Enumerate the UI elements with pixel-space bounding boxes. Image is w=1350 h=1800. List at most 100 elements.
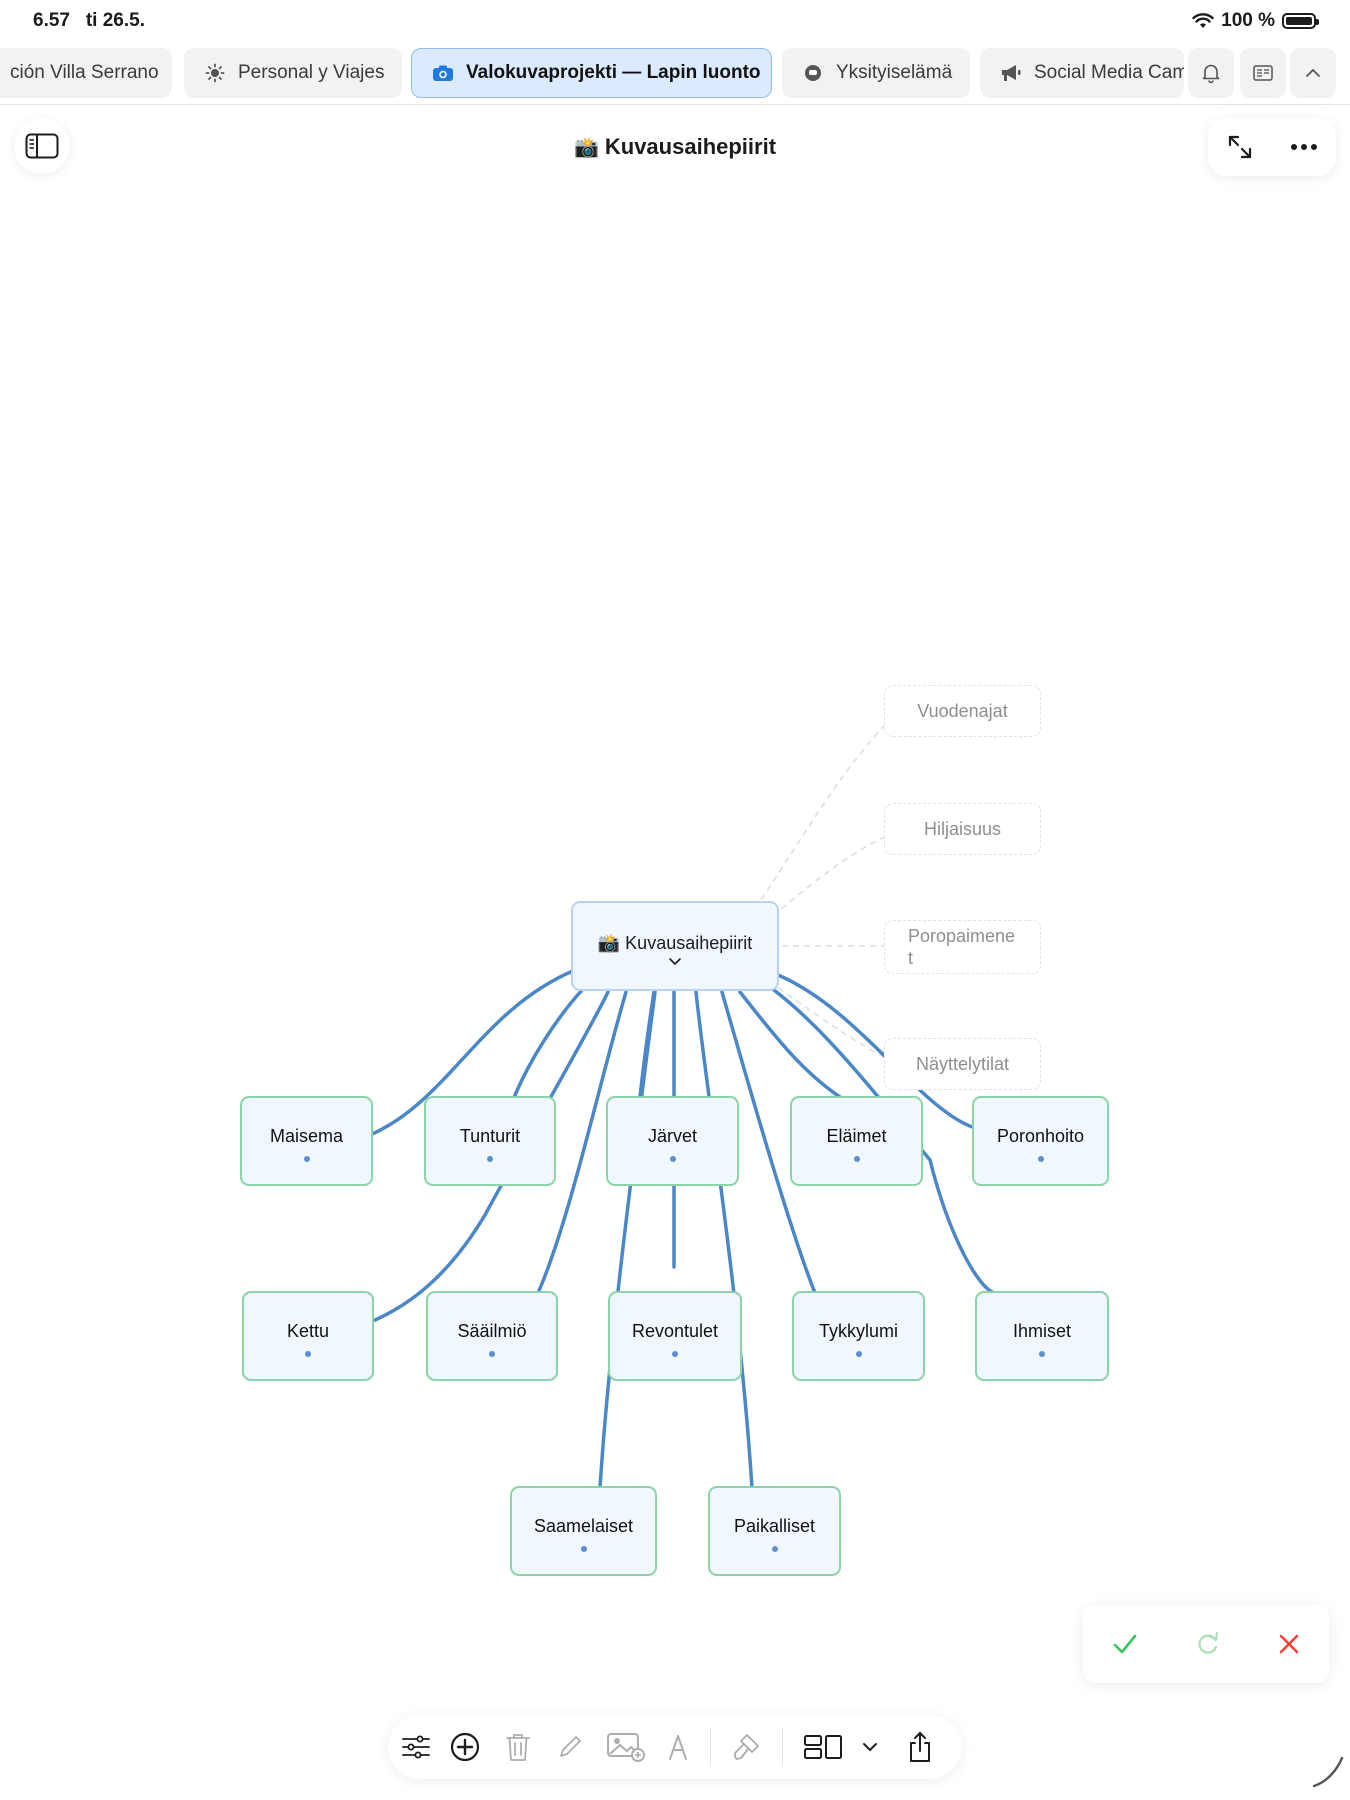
sidebar-toggle-button[interactable] (14, 118, 70, 174)
suggestion-review-panel (1083, 1605, 1329, 1683)
node-handle[interactable] (853, 1156, 860, 1162)
suggestion-node-hiljaisuus[interactable]: Hiljaisuus (884, 803, 1041, 855)
layout-button[interactable] (803, 1727, 843, 1767)
tab-personal-y-viajes[interactable]: Personal y Viajes (184, 48, 402, 98)
branch-connector (536, 990, 628, 1295)
collapse-tabs-button[interactable] (1290, 48, 1336, 98)
notifications-button[interactable] (1188, 48, 1234, 98)
bottom-toolbar (388, 1715, 962, 1779)
mindmap-node-revontulet[interactable]: Revontulet (608, 1291, 742, 1381)
node-handle[interactable] (669, 1156, 676, 1162)
expand-icon (1228, 135, 1251, 159)
letter-a-icon (669, 1735, 687, 1760)
node-handle[interactable] (672, 1351, 678, 1357)
close-icon (1280, 1634, 1299, 1654)
branch-connector (694, 990, 754, 1490)
node-handle[interactable] (771, 1546, 778, 1552)
node-handle[interactable] (305, 1351, 311, 1357)
chat-bubble-icon (802, 62, 824, 84)
sliders-icon (402, 1735, 430, 1759)
reader-icon (1253, 65, 1273, 81)
share-icon (910, 1732, 930, 1762)
mindmap-node-tunturit[interactable]: Tunturit (424, 1096, 556, 1186)
layout-dropdown-button[interactable] (850, 1727, 890, 1767)
chevron-down-icon (863, 1743, 877, 1751)
branch-connector (758, 978, 997, 1295)
branch-connector (738, 990, 842, 1099)
megaphone-icon (1000, 62, 1022, 84)
status-time: 6.57 ti 26.5. (33, 10, 145, 31)
suggestion-connector (734, 719, 891, 936)
reader-view-button[interactable] (1240, 48, 1286, 98)
battery-percent: 100 % (1221, 10, 1275, 31)
mindmap-node-poronhoito[interactable]: Poronhoito (972, 1096, 1109, 1186)
node-handle[interactable] (1039, 1351, 1045, 1357)
refresh-icon (1198, 1631, 1219, 1654)
pencil-icon (560, 1736, 581, 1757)
add-image-button[interactable] (606, 1727, 646, 1767)
mindmap-node-saailmio[interactable]: Sääilmiö (426, 1291, 558, 1381)
mindmap-node-saamelaiset[interactable]: Saamelaiset (510, 1486, 657, 1576)
battery-icon (1282, 13, 1319, 29)
mindmap-node-tykkylumi[interactable]: Tykkylumi (792, 1291, 925, 1381)
suggestion-connector (759, 974, 891, 1061)
branch-connector (368, 968, 577, 1137)
page-title: 📸Kuvausaihepiirit (573, 134, 777, 159)
sun-icon (204, 62, 226, 84)
tab-villa-serrano[interactable]: ción Villa Serrano (0, 48, 172, 98)
mindmap-node-jarvet[interactable]: Järvet (606, 1096, 739, 1186)
text-style-button[interactable] (658, 1727, 698, 1767)
mindmap-node-elaimet[interactable]: Eläimet (790, 1096, 923, 1186)
paintbrush-icon (733, 1734, 759, 1760)
camera-icon (432, 62, 454, 84)
tab-valokuvaprojekti[interactable]: Valokuvaprojekti — Lapin luonto (411, 48, 772, 98)
camera-flash-icon: 📸 (573, 137, 599, 159)
header-actions (1208, 118, 1336, 176)
resize-handle[interactable] (1308, 1752, 1348, 1792)
chevron-up-icon (1306, 69, 1320, 77)
node-handle[interactable] (580, 1546, 587, 1552)
mindmap-node-ihmiset[interactable]: Ihmiset (975, 1291, 1109, 1381)
image-plus-icon (607, 1733, 645, 1762)
edit-button[interactable] (550, 1727, 590, 1767)
wifi-icon (1192, 13, 1214, 28)
node-handle[interactable] (487, 1156, 493, 1162)
tab-social-media[interactable]: Social Media Cam (980, 48, 1184, 98)
branch-connector (598, 990, 657, 1490)
reject-button[interactable] (1278, 1633, 1300, 1655)
tab-bar: ción Villa Serrano Personal y Viajes Val… (0, 48, 1350, 100)
node-handle[interactable] (489, 1351, 495, 1357)
delete-button[interactable] (498, 1727, 538, 1767)
mindmap-root-node[interactable]: 📸 Kuvausaihepiirit (571, 901, 779, 991)
branch-connector (513, 988, 584, 1097)
share-button[interactable] (900, 1727, 940, 1767)
accept-button[interactable] (1112, 1633, 1138, 1655)
suggestion-node-nayttelytilat[interactable]: Näyttelytilat (884, 1038, 1041, 1090)
chevron-down-icon[interactable] (667, 957, 683, 967)
trash-icon (506, 1734, 530, 1761)
mindmap-node-maisema[interactable]: Maisema (240, 1096, 373, 1186)
expand-button[interactable] (1227, 134, 1253, 160)
tab-yksityiselama[interactable]: Yksityiselämä (782, 48, 970, 98)
add-node-button[interactable] (445, 1727, 485, 1767)
mindmap-node-paikalliset[interactable]: Paikalliset (708, 1486, 841, 1576)
branch-connector (720, 990, 817, 1295)
node-handle[interactable] (1037, 1156, 1044, 1162)
more-icon (1290, 144, 1317, 150)
format-painter-button[interactable] (726, 1727, 766, 1767)
layout-icon (804, 1735, 842, 1759)
settings-button[interactable] (396, 1727, 436, 1767)
mindmap-node-kettu[interactable]: Kettu (242, 1291, 374, 1381)
sidebar-icon (25, 133, 59, 159)
suggestion-node-poropaimenet[interactable]: Poropaimene t (884, 920, 1041, 974)
node-handle[interactable] (855, 1351, 862, 1357)
plus-circle-icon (450, 1732, 480, 1762)
camera-flash-icon: 📸 (597, 933, 621, 953)
checkmark-icon (1113, 1634, 1136, 1654)
more-button[interactable] (1290, 143, 1318, 151)
suggestion-node-vuodenajat[interactable]: Vuodenajat (884, 685, 1041, 737)
node-handle[interactable] (303, 1156, 310, 1162)
regenerate-button[interactable] (1195, 1631, 1221, 1657)
